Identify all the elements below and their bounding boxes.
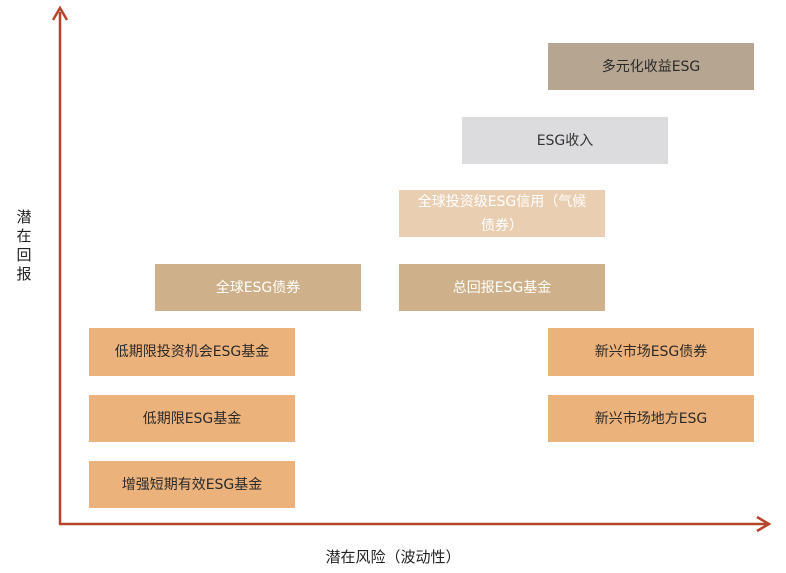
box-xinxing-zhaiquan: 新兴市场ESG债券 <box>548 328 754 376</box>
y-axis-label: 潜在回报 <box>16 208 32 283</box>
x-axis-arrow <box>756 515 772 533</box>
box-diqixian: 低期限ESG基金 <box>89 395 295 442</box>
box-zonghuibao: 总回报ESG基金 <box>399 264 605 311</box>
box-quanqiu-touziji: 全球投资级ESG信用（气候债券） <box>399 190 605 237</box>
y-axis-arrow <box>51 5 69 21</box>
box-duoyuan: 多元化收益ESG <box>548 43 754 90</box>
box-diqixian-jihui: 低期限投资机会ESG基金 <box>89 328 295 376</box>
box-xinxing-difang: 新兴市场地方ESG <box>548 395 754 442</box>
box-zengqiang: 增强短期有效ESG基金 <box>89 461 295 508</box>
box-shouru: ESG收入 <box>462 117 668 164</box>
x-axis-label: 潜在风险（波动性） <box>325 548 461 566</box>
box-quanqiu-zhaiquan: 全球ESG债券 <box>155 264 361 311</box>
